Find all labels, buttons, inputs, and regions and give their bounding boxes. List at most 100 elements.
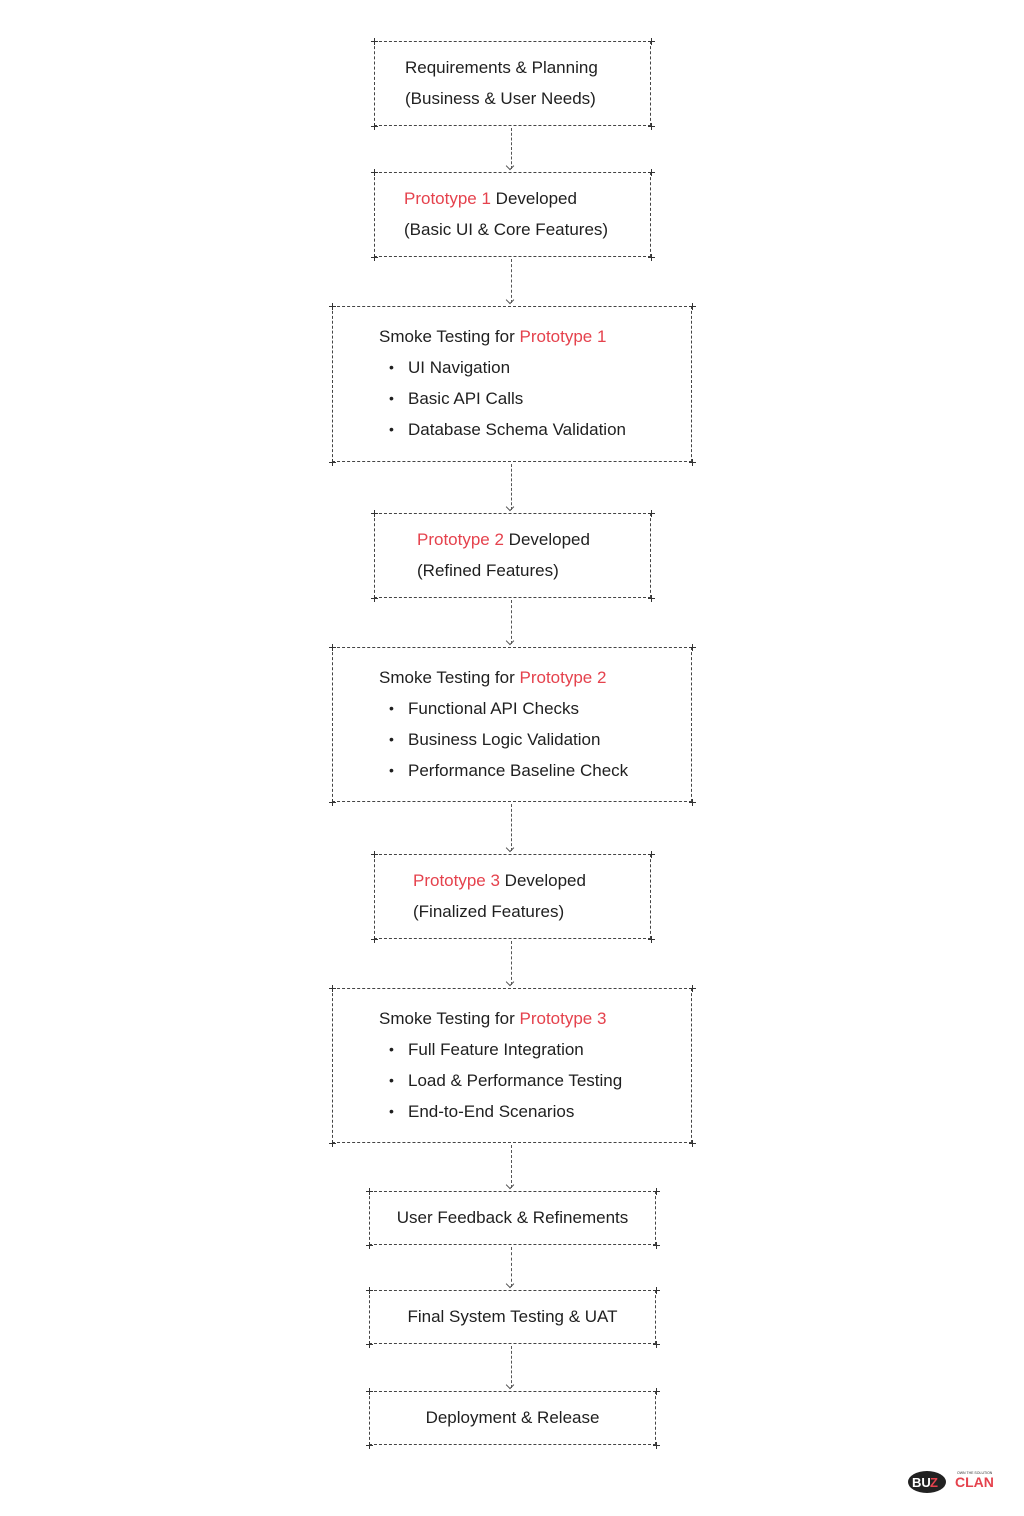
step-box: [374, 854, 651, 939]
corner-plus-mark: [653, 1341, 660, 1348]
corner-plus-mark: [648, 851, 655, 858]
corner-plus-mark: [329, 1140, 336, 1147]
step-title-line: Prototype 3 Developed: [413, 871, 586, 891]
step-text: Smoke Testing for: [379, 1008, 520, 1028]
bullet-icon: •: [389, 730, 394, 747]
step-box: [369, 1290, 656, 1344]
corner-plus-mark: [329, 303, 336, 310]
prototype-label: Prototype 3: [413, 870, 500, 890]
step-text: (Basic UI & Core Features): [404, 219, 609, 239]
connector-arrow: [511, 804, 512, 851]
bullet-icon: •: [389, 761, 394, 778]
corner-plus-mark: [329, 985, 336, 992]
corner-plus-mark: [653, 1287, 660, 1294]
step-title-line: Prototype 2 Developed: [417, 530, 590, 550]
corner-plus-mark: [371, 936, 378, 943]
bullet-icon: •: [389, 1102, 394, 1119]
step-text: Smoke Testing for: [379, 667, 520, 687]
corner-plus-mark: [689, 1140, 696, 1147]
corner-plus-mark: [648, 510, 655, 517]
prototype-label: Prototype 2: [417, 529, 504, 549]
corner-plus-mark: [371, 510, 378, 517]
step-box: [369, 1391, 656, 1445]
arrow-head-icon: [505, 1380, 515, 1390]
arrow-head-icon: [505, 161, 515, 171]
arrow-head-icon: [505, 977, 515, 987]
step-box: [374, 513, 651, 598]
arrow-head-icon: [505, 1180, 515, 1190]
svg-text:Z: Z: [930, 1475, 938, 1490]
bullet-item: Database Schema Validation: [408, 420, 626, 439]
corner-plus-mark: [329, 459, 336, 466]
connector-arrow: [511, 1247, 512, 1287]
step-box: [369, 1191, 656, 1245]
corner-plus-mark: [366, 1442, 373, 1449]
bullet-item: Functional API Checks: [408, 698, 580, 718]
arrow-head-icon: [505, 636, 515, 646]
step-title-line: (Finalized Features): [413, 902, 564, 922]
step-text: (Refined Features): [417, 560, 559, 580]
step-title-line: Deployment & Release: [369, 1408, 656, 1428]
step-title-line: Prototype 1 Developed: [404, 189, 577, 209]
svg-text:OWN THE SOLUTION: OWN THE SOLUTION: [957, 1471, 993, 1475]
corner-plus-mark: [689, 303, 696, 310]
prototype-label: Prototype 3: [519, 1008, 607, 1028]
svg-text:BU: BU: [912, 1475, 931, 1490]
step-title-line: Final System Testing & UAT: [369, 1307, 656, 1327]
corner-plus-mark: [329, 799, 336, 806]
step-title-line: (Business & User Needs): [405, 89, 596, 109]
step-text: (Business & User Needs): [405, 88, 596, 108]
bullet-icon: •: [389, 359, 394, 375]
bullet-icon: •: [389, 1071, 394, 1088]
step-text: Developed: [499, 870, 586, 890]
arrow-head-icon: [505, 843, 515, 853]
bullet-icon: •: [389, 421, 394, 437]
step-box: [332, 988, 692, 1143]
step-box: [374, 41, 651, 126]
corner-plus-mark: [366, 1287, 373, 1294]
svg-text:CLAN: CLAN: [955, 1474, 994, 1490]
connector-arrow: [511, 464, 512, 510]
bullet-item: Full Feature Integration: [408, 1039, 584, 1059]
prototype-label: Prototype 1: [519, 327, 607, 346]
corner-plus-mark: [648, 169, 655, 176]
arrow-head-icon: [505, 295, 515, 305]
step-text: Developed: [503, 529, 590, 549]
corner-plus-mark: [648, 254, 655, 261]
connector-arrow: [511, 1145, 512, 1188]
connector-arrow: [511, 1346, 512, 1388]
corner-plus-mark: [648, 595, 655, 602]
step-box: [332, 647, 692, 802]
corner-plus-mark: [371, 123, 378, 130]
corner-plus-mark: [648, 936, 655, 943]
step-box: [374, 172, 651, 257]
corner-plus-mark: [371, 851, 378, 858]
step-text: User Feedback & Refinements: [396, 1207, 629, 1227]
connector-arrow: [511, 259, 512, 303]
step-text: Deployment & Release: [425, 1407, 600, 1427]
step-text: Developed: [490, 188, 577, 208]
corner-plus-mark: [329, 644, 336, 651]
step-text: Final System Testing & UAT: [407, 1306, 618, 1326]
corner-plus-mark: [371, 38, 378, 45]
corner-plus-mark: [648, 123, 655, 130]
prototype-label: Prototype 1: [404, 188, 491, 208]
step-title-line: Smoke Testing for Prototype 2: [379, 668, 606, 688]
connector-arrow: [511, 600, 512, 644]
corner-plus-mark: [689, 459, 696, 466]
step-title-line: Requirements & Planning: [405, 58, 598, 78]
corner-plus-mark: [366, 1188, 373, 1195]
arrow-head-icon: [505, 1279, 515, 1289]
connector-arrow: [511, 941, 512, 985]
corner-plus-mark: [689, 985, 696, 992]
bullet-icon: •: [389, 390, 394, 406]
corner-plus-mark: [648, 38, 655, 45]
corner-plus-mark: [366, 1388, 373, 1395]
bullet-icon: •: [389, 699, 394, 716]
corner-plus-mark: [653, 1242, 660, 1249]
bullet-item: Load & Performance Testing: [408, 1070, 623, 1090]
corner-plus-mark: [653, 1388, 660, 1395]
corner-plus-mark: [689, 644, 696, 651]
bullet-item: End-to-End Scenarios: [408, 1101, 575, 1121]
corner-plus-mark: [371, 254, 378, 261]
